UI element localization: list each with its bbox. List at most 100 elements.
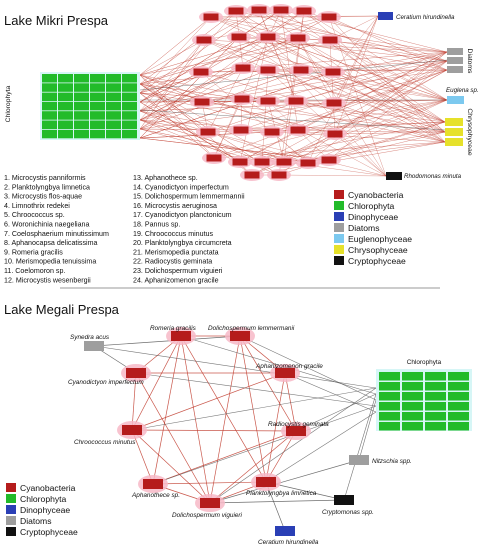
species-list-item: 19. Chroococcus minutus [133,230,213,238]
network-edge [267,51,448,102]
cyanobacteria-node [230,93,254,105]
network-edge [333,99,448,104]
network-edge [93,335,241,347]
species-list-item: 18. Pannus sp. [133,221,180,229]
chlorophyta-cell [425,372,446,381]
network-edge [239,335,377,401]
node-label: Planktolyngbya limnetica [246,490,317,497]
chlorophyta-cell [106,120,121,129]
node-label: Synedra acus [70,334,110,341]
network-edge [139,119,285,163]
legend-swatch [334,201,344,210]
network-edge [297,37,335,104]
network-edge [284,372,297,432]
legend-label: Dinophyceae [348,212,398,222]
network-edge [278,51,448,176]
node-dolicho-vig: Dolichospermum viguieri [172,494,243,519]
cyanobacteria-node [247,4,271,16]
group-label-chlorophyta-megali: Chlorophyta [407,359,442,366]
cyanobacteria-node [321,66,345,78]
species-list-item: 1. Microcystis panniformis [4,174,86,182]
network-edge [328,16,446,143]
chlorophyta-block-mikri [40,72,140,140]
network-edge [332,15,379,73]
species-list-item: 23. Dolichospermum viguieri [133,267,223,275]
cyanobacteria-node [189,66,213,78]
network-edge [210,16,299,39]
network-edge [303,10,446,133]
chlorophyta-cell [42,101,57,111]
network-edge [358,399,377,461]
cyanobacteria-node [256,64,280,76]
label-ceratium-mikri: Ceratium hirundinella [396,14,455,21]
network-edge [139,67,244,112]
network-edge [239,129,299,163]
network-edge [307,15,379,164]
species-list-item: 10. Merismopedia tenuissima [4,258,96,266]
network-edge [131,387,377,431]
node-ceratium-mikri [378,12,393,20]
network-edge [139,92,299,131]
cyanobacteria-node [317,154,341,166]
network-edge [209,459,360,504]
chlorophyta-cell [448,392,469,401]
network-edge [131,372,137,431]
node-ceratium: Ceratium hirundinella [258,526,319,546]
node-label: Aphanizomenon gracile [255,363,323,370]
network-edge [131,429,297,432]
network-edge [261,99,448,163]
network-edge [139,59,448,91]
species-list-item: 5. Chroococcus sp. [4,211,65,219]
legend-swatch [334,223,344,232]
species-list-item: 20. Planktolyngbya circumcreta [133,239,232,247]
cyanobacteria-node [192,34,216,46]
chlorophyta-cell [58,74,73,83]
chlorophyta-cell [106,129,121,139]
cyanobacteria-node [202,152,226,164]
chlorophyta-cell [58,92,73,102]
legend-label: Chlorophyta [348,201,395,211]
network-edge [139,137,330,161]
legend-label: Chlorophyta [20,494,67,504]
chlorophyta-cell [425,402,446,411]
cyanobacteria-node [269,4,293,16]
network-edge [135,372,211,504]
network-edge [334,133,387,177]
network-edge [280,9,446,123]
chlorophyta-cell [122,92,137,102]
node-synedra: Synedra acus [70,334,110,351]
species-list-item: 7. Coelosphaerium minutissimum [4,230,109,238]
network-edge [271,69,448,133]
chlorophyta-cell [425,392,446,401]
chlorophyta-cell [402,382,423,391]
network-edge [239,36,269,163]
network-edge [139,110,242,131]
panel-mikri: Lake Mikri Prespa Chlorophyta Diatoms Ch… [4,4,479,284]
chlorophyta-cell [90,92,105,102]
species-list-item: 21. Merismopedia punctata [133,248,219,256]
node-aphanizomenon: Aphanizomenon gracile [255,363,323,382]
chlorophyta-cell [58,120,73,129]
legend-swatch [6,527,16,536]
network-edge [267,69,446,133]
network-edge [343,393,377,501]
node-cyanodictyon: Cyanodictyon imperfectum [68,364,151,386]
panel-title-mikri: Lake Mikri Prespa [4,13,109,28]
network-edge [283,69,448,163]
network-edge [334,131,446,135]
cyanobacteria-node [199,11,223,23]
chlorophyta-cell [106,111,121,120]
species-list-item: 9. Romeria gracilis [4,248,63,256]
legend-label: Cryptophyceae [20,527,78,537]
chlorophyta-cell [379,412,400,421]
chlorophyta-cell [122,111,137,120]
network-edge [265,430,297,483]
network-edge [334,15,379,135]
chlorophyta-cell [90,101,105,111]
network-edge [235,10,448,62]
species-list-item: 24. Aphanizomenon gracile [133,276,219,284]
species-list-item: 12. Microcystis wesenbergii [4,276,91,284]
network-edge [209,499,345,504]
cyanobacteria-node [196,126,220,138]
